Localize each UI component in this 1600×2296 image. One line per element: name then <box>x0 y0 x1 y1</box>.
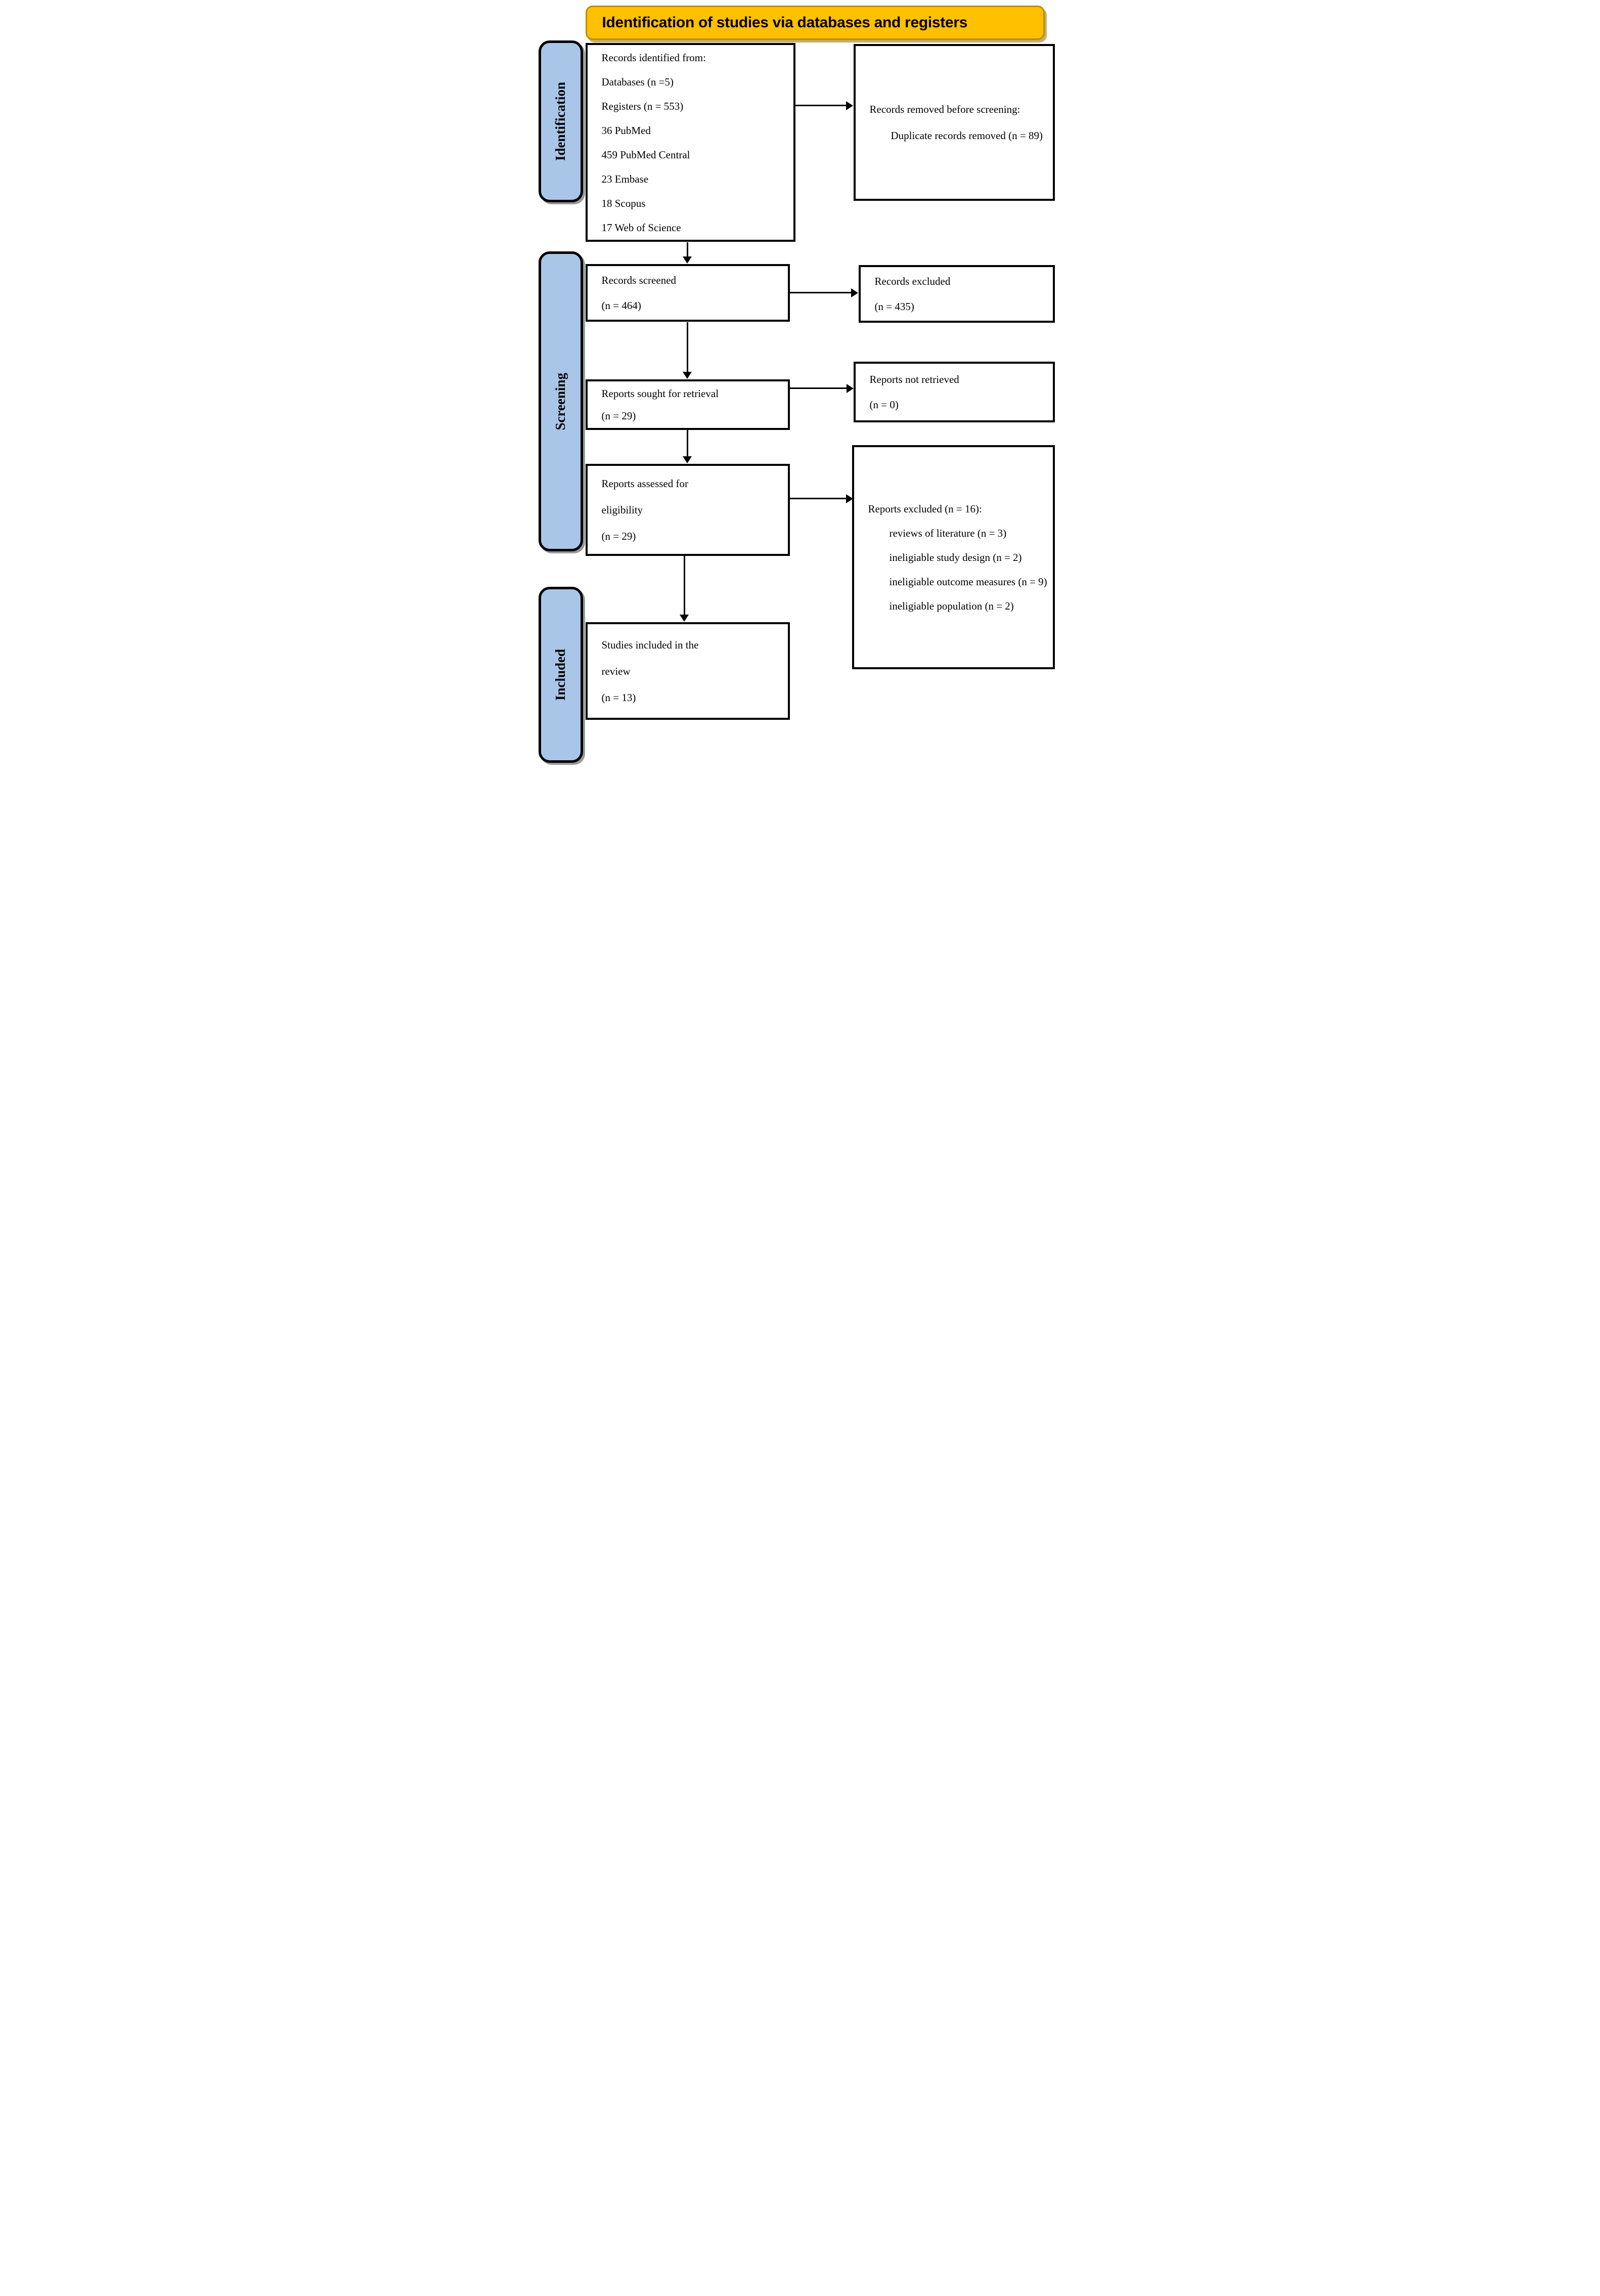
box-records-identified: Records identified from: Databases (n =5… <box>585 43 795 242</box>
text-line: Records identified from: <box>601 51 706 64</box>
text-line: 17 Web of Science <box>601 221 681 234</box>
text-line: eligibility <box>601 504 643 516</box>
prisma-flow-diagram: Identification of studies via databases … <box>533 0 1067 765</box>
text-line: (n = 29) <box>601 410 636 422</box>
stage-label-text: Included <box>553 648 568 701</box>
arrow-assessed-to-reports-excluded <box>789 498 847 499</box>
text-line: reviews of literature (n = 3) <box>889 527 1007 539</box>
arrow-sought-to-assessed <box>686 430 688 457</box>
text-line: 18 Scopus <box>601 197 646 209</box>
arrow-identified-to-screened <box>686 242 688 257</box>
box-reports-assessed: Reports assessed for eligibility (n = 29… <box>585 464 790 556</box>
text-line: Databases (n =5) <box>601 75 674 88</box>
text-line: Registers (n = 553) <box>601 100 684 112</box>
arrow-assessed-to-included <box>683 556 685 615</box>
text-line: ineligiable population (n = 2) <box>889 599 1014 612</box>
box-reports-sought: Reports sought for retrieval (n = 29) <box>585 379 790 430</box>
box-records-removed: Records removed before screening: Duplic… <box>853 44 1055 201</box>
text-line: 23 Embase <box>601 172 649 185</box>
text-line: 459 PubMed Central <box>601 148 690 161</box>
box-reports-not-retrieved: Reports not retrieved (n = 0) <box>853 362 1055 422</box>
text-line: Records screened <box>601 274 677 286</box>
text-line: (n = 0) <box>869 399 899 411</box>
stage-label-included: Included <box>538 587 583 763</box>
text-line: Records excluded <box>874 275 951 287</box>
arrow-screened-to-sought <box>686 322 688 372</box>
text-line: ineligiable outcome measures (n = 9) <box>889 575 1047 588</box>
text-line: (n = 464) <box>601 299 641 312</box>
text-line: Studies included in the <box>601 638 699 651</box>
box-reports-excluded: Reports excluded (n = 16): reviews of li… <box>852 445 1055 669</box>
diagram-title: Identification of studies via databases … <box>602 14 968 31</box>
text-line: (n = 29) <box>601 530 636 542</box>
stage-label-text: Screening <box>553 372 568 430</box>
text-line: Reports excluded (n = 16): <box>868 502 982 515</box>
box-studies-included: Studies included in the review (n = 13) <box>585 622 790 720</box>
text-line: Duplicate records removed (n = 89) <box>891 129 1043 142</box>
text-line: Records removed before screening: <box>869 103 1020 115</box>
text-line: Reports sought for retrieval <box>601 387 719 400</box>
text-line: Reports assessed for <box>601 478 688 490</box>
text-line: ineligiable study design (n = 2) <box>889 551 1022 564</box>
text-line: 36 PubMed <box>601 124 651 137</box>
stage-label-identification: Identification <box>538 40 583 202</box>
text-line: Reports not retrieved <box>869 373 959 385</box>
stage-label-screening: Screening <box>538 251 583 551</box>
box-records-screened: Records screened (n = 464) <box>585 264 790 322</box>
text-line: (n = 13) <box>601 691 636 704</box>
text-line: (n = 435) <box>874 300 914 313</box>
text-line: review <box>601 665 631 677</box>
arrow-sought-to-not-retrieved <box>789 387 847 389</box>
stage-label-text: Identification <box>553 81 568 161</box>
diagram-title-banner: Identification of studies via databases … <box>585 6 1045 40</box>
arrow-identified-to-removed <box>795 105 847 106</box>
arrow-screened-to-excluded <box>789 292 852 293</box>
box-records-excluded: Records excluded (n = 435) <box>858 265 1055 323</box>
